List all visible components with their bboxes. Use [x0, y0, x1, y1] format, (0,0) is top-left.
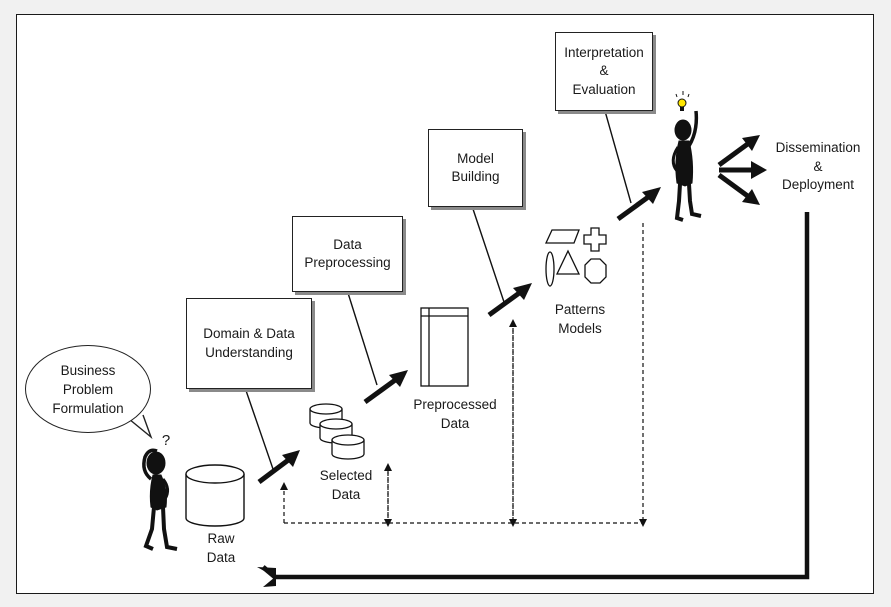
- confused-person-figure: [142, 448, 178, 551]
- note-interpretation-evaluation: Interpretation & Evaluation: [555, 32, 653, 111]
- note-domain-understanding: Domain & Data Understanding: [186, 298, 312, 389]
- business-problem-bubble: Business Problem Formulation: [25, 345, 151, 433]
- label-dissemination-deployment: Dissemination & Deployment: [775, 140, 861, 192]
- dissemination-arrows: [717, 135, 767, 205]
- deployment-return-arrow: [257, 212, 810, 587]
- feedback-loop: [280, 223, 647, 527]
- bubble-tail: [128, 414, 153, 440]
- process-diagram: [128, 91, 810, 587]
- label-selected-data: Selected Data: [319, 468, 373, 502]
- label-patterns-models: Patterns Models: [554, 302, 606, 336]
- lightbulb-icon: [675, 91, 690, 111]
- note-model-building: Model Building: [428, 129, 523, 207]
- question-mark: ?: [161, 432, 171, 449]
- note-data-preprocessing: Data Preprocessing: [292, 216, 403, 292]
- step-arrows: [257, 187, 661, 484]
- preprocessed-data-sheet: [420, 307, 469, 387]
- raw-data-cylinder: [185, 464, 245, 527]
- idea-person-figure: [671, 110, 702, 222]
- label-raw-data: Raw Data: [206, 531, 236, 565]
- pattern-shapes: [544, 227, 607, 287]
- callout-lines: [240, 110, 632, 470]
- diagram-frame: Domain & Data Understanding Data Preproc…: [16, 14, 874, 594]
- label-preprocessed-data: Preprocessed Data: [413, 397, 497, 431]
- selected-data-cylinders: [309, 403, 365, 460]
